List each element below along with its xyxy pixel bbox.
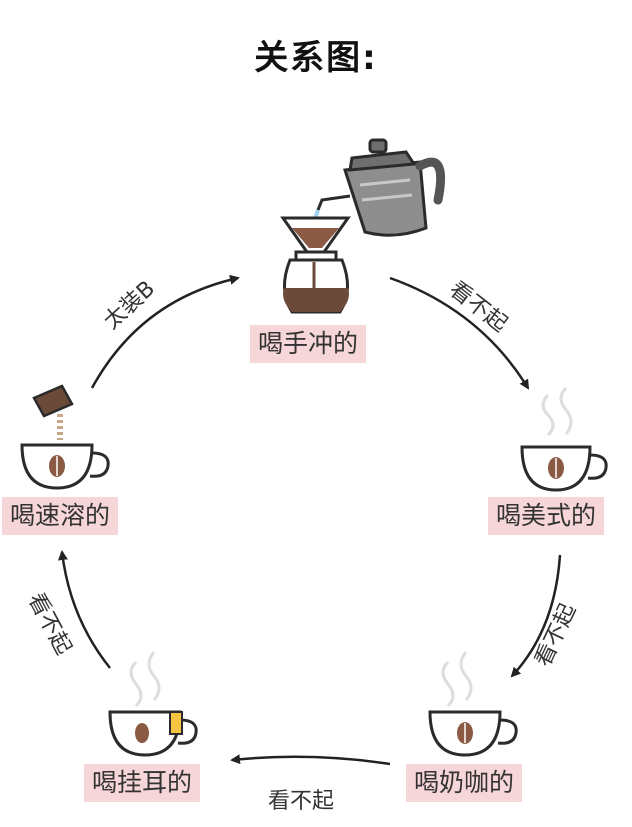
arrow-pourover-to-americano <box>389 276 530 390</box>
arrow-latte-to-dripbag <box>230 754 391 766</box>
latte-cup-icon <box>428 651 518 757</box>
node-instant-label: 喝速溶的 <box>2 497 119 535</box>
node-americano-label: 喝美式的 <box>488 497 605 535</box>
node-latte-label: 喝奶咖的 <box>406 764 523 802</box>
edge-label-dripbag-instant: 看不起 <box>23 589 76 659</box>
node-pourover-label: 喝手冲的 <box>250 325 367 363</box>
edge-label-instant-pourover: 太装B <box>99 276 160 334</box>
instant-cup-icon <box>20 384 110 490</box>
arrow-instant-to-pourover <box>90 274 240 389</box>
edge-label-americano-latte: 看不起 <box>531 600 582 670</box>
arrow-dripbag-to-instant <box>58 550 111 669</box>
edge-label-latte-dripbag: 看不起 <box>268 789 334 814</box>
diagram-title: 关系图: <box>254 38 378 78</box>
dripbag-cup-icon <box>108 651 198 757</box>
arrow-americano-to-latte <box>510 554 562 678</box>
pourover-icon <box>280 138 446 314</box>
node-dripbag-label: 喝挂耳的 <box>84 764 201 802</box>
americano-cup-icon <box>520 386 608 492</box>
